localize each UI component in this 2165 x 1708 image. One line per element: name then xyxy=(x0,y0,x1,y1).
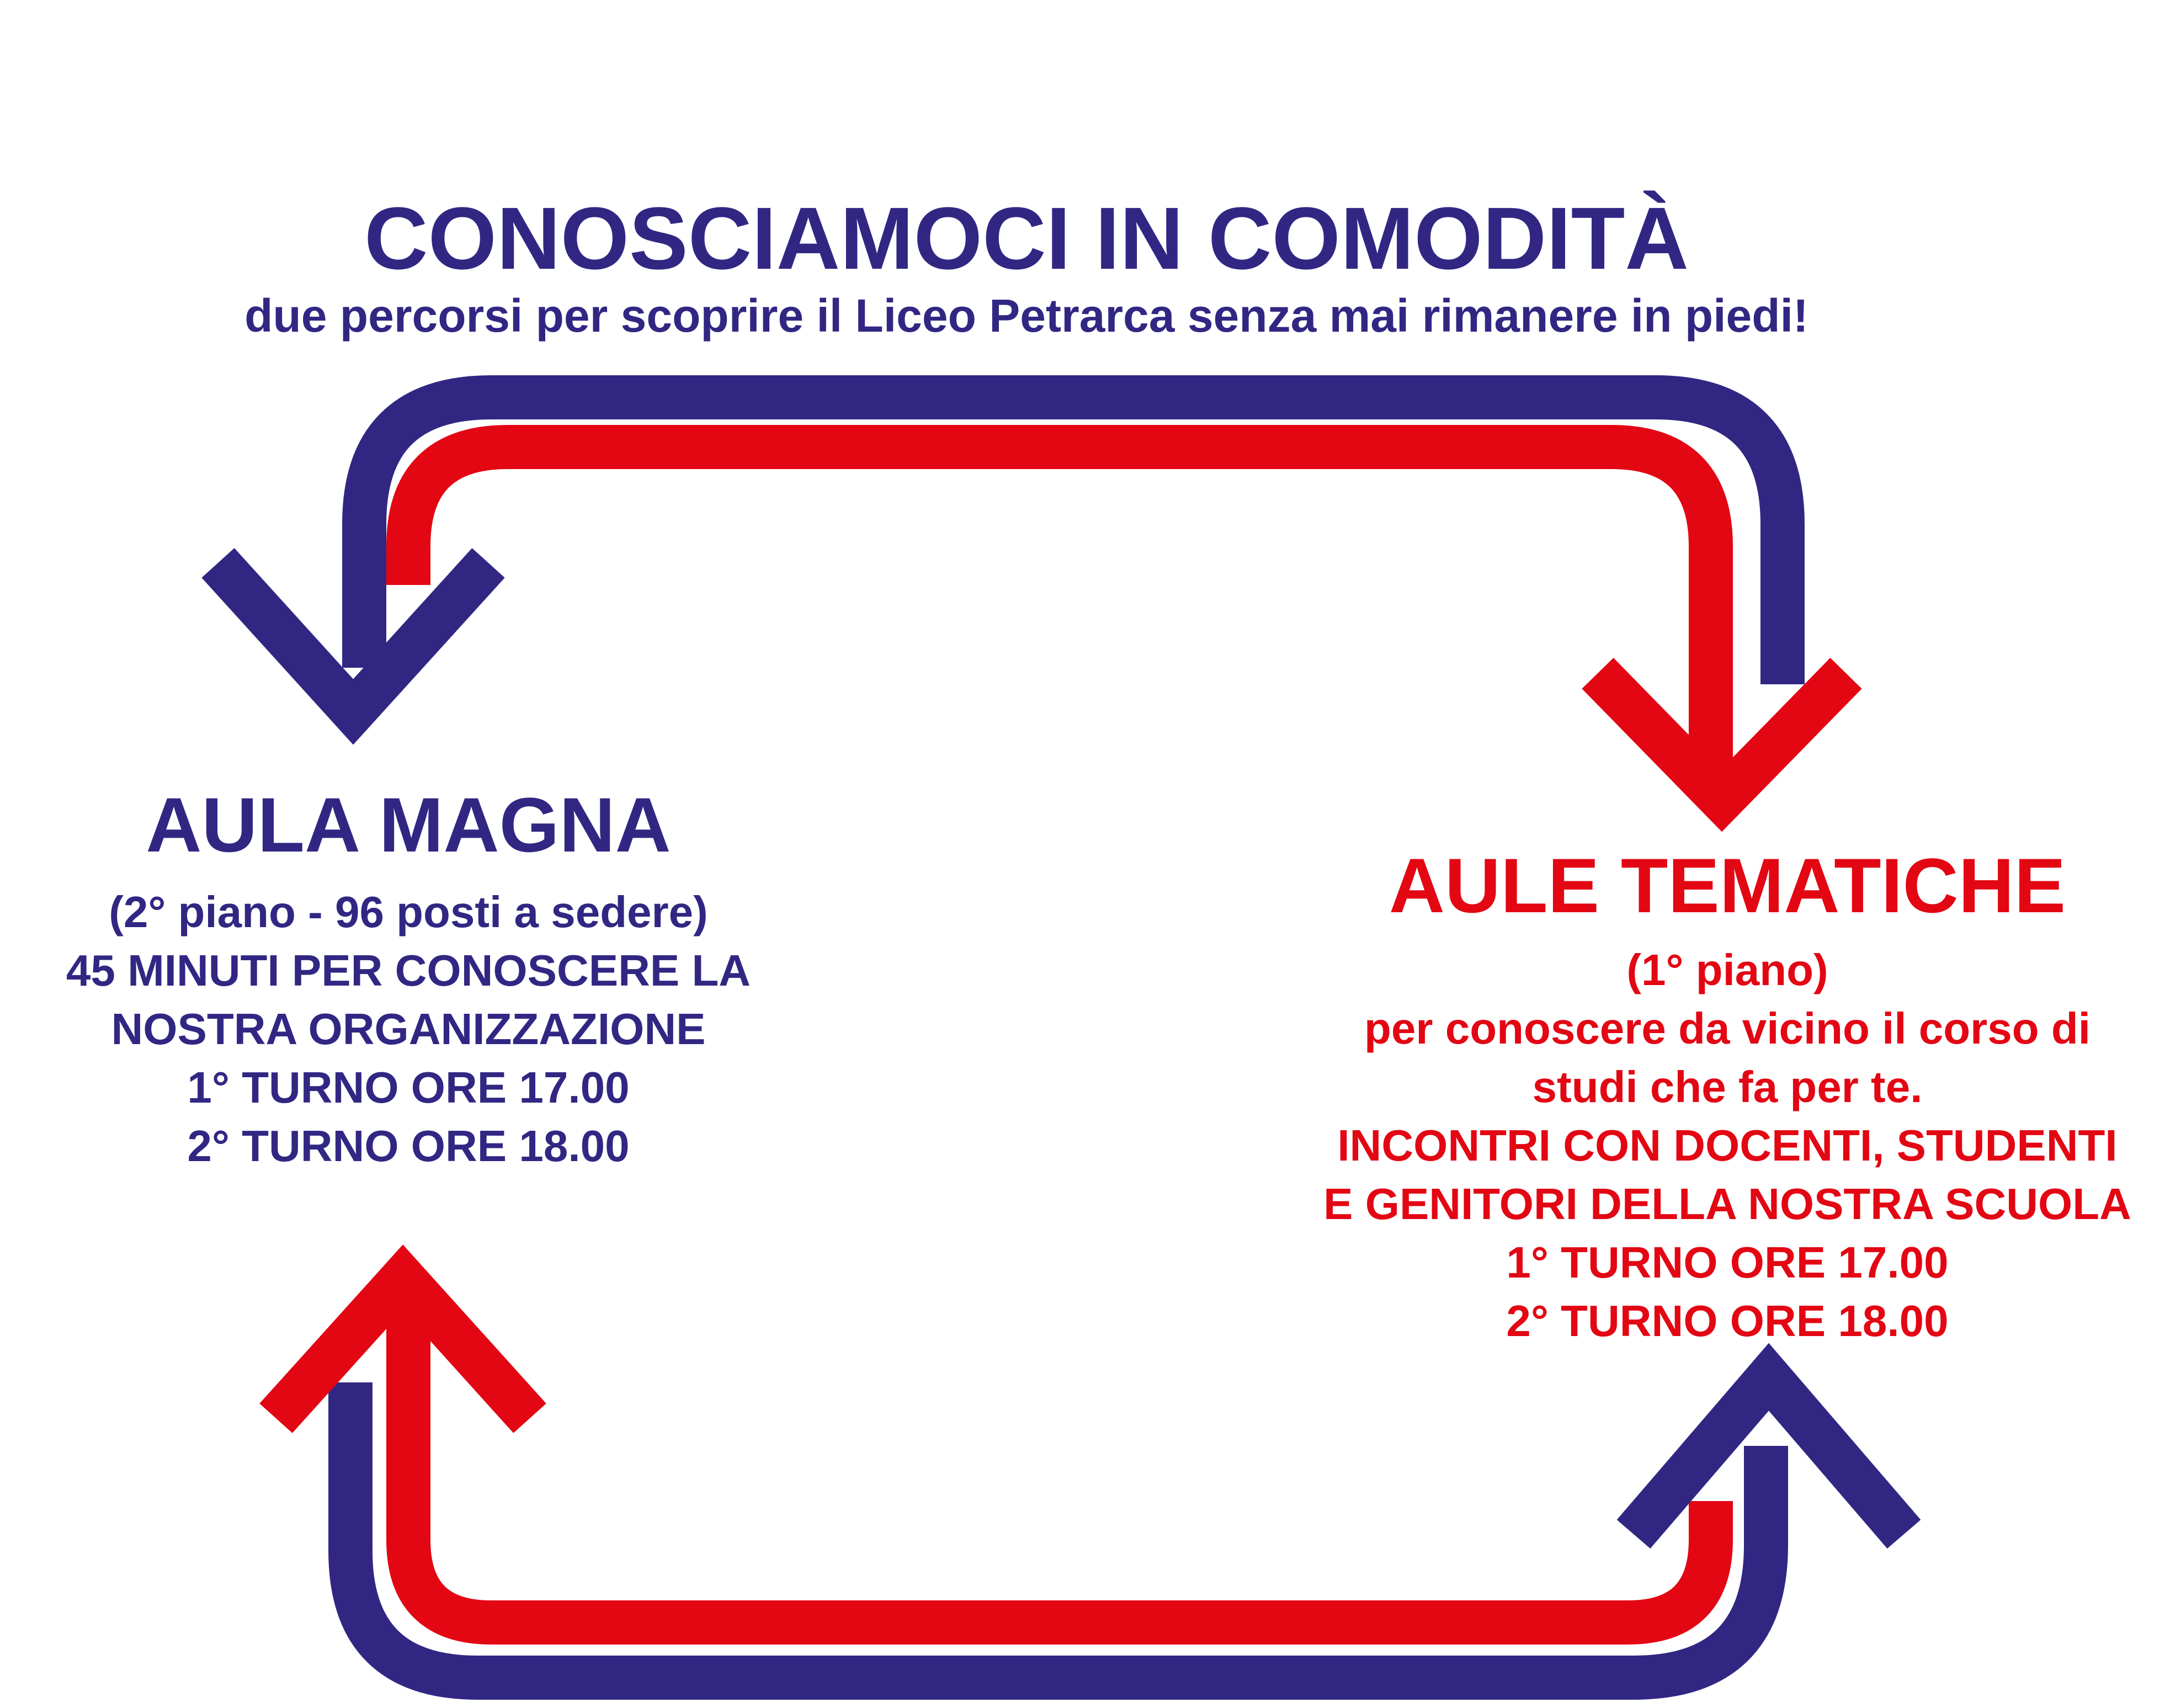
aule-tematiche-line: (1° piano) xyxy=(1626,945,1828,994)
aula-magna-details: (2° piano - 96 posti a sedere) 45 MINUTI… xyxy=(22,883,795,1175)
aule-tematiche-line: INCONTRI CON DOCENTI, STUDENTI xyxy=(1337,1121,2118,1170)
aule-tematiche-line: 2° TURNO ORE 18.00 xyxy=(1506,1296,1949,1345)
aula-magna-line: 45 MINUTI PER CONOSCERE LA xyxy=(66,946,751,995)
arrow-up-icon xyxy=(1616,1343,1921,1549)
page-subtitle: due percorsi per scoprire il Liceo Petra… xyxy=(244,290,1808,342)
aule-tematiche-line: E GENITORI DELLA NOSTRA SCUOLA xyxy=(1323,1179,2131,1228)
arrow-down-icon xyxy=(1582,658,1862,832)
page-title: CONOSCIAMOCI IN COMODITÀ xyxy=(364,189,1689,288)
aula-magna-title: AULA MAGNA xyxy=(146,781,671,868)
bottom-blue-path xyxy=(328,1382,1788,1700)
aule-tematiche-details: (1° piano) per conoscere da vicino il co… xyxy=(1291,941,2163,1350)
arrow-down-icon xyxy=(201,548,505,745)
aule-tematiche-title: AULE TEMATICHE xyxy=(1389,842,2066,929)
top-red-path xyxy=(386,425,1733,784)
aula-magna-line: (2° piano - 96 posti a sedere) xyxy=(109,887,708,937)
aule-tematiche-line: studi che fa per te. xyxy=(1532,1062,1923,1111)
aule-tematiche-line: per conoscere da vicino il corso di xyxy=(1364,1004,2090,1053)
arrow-up-icon xyxy=(259,1244,546,1433)
bottom-red-path xyxy=(386,1286,1733,1645)
aula-magna-line: 2° TURNO ORE 18.00 xyxy=(187,1121,630,1170)
aula-magna-line: NOSTRA ORGANIZZAZIONE xyxy=(111,1004,706,1053)
aule-tematiche-line: 1° TURNO ORE 17.00 xyxy=(1506,1238,1949,1287)
aula-magna-line: 1° TURNO ORE 17.00 xyxy=(187,1063,630,1112)
top-blue-path xyxy=(342,375,1805,684)
